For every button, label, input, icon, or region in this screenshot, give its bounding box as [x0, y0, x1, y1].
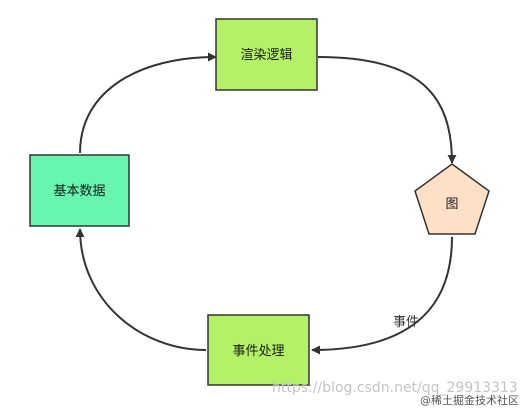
arrow-data-to-render — [79, 52, 217, 154]
node-event-handling-label: 事件处理 — [232, 344, 284, 359]
arrow-render-to-graph — [317, 56, 457, 164]
node-render-logic: 渲染逻辑 — [215, 18, 318, 91]
node-render-logic-label: 渲染逻辑 — [240, 48, 292, 63]
node-basic-data: 基本数据 — [29, 154, 130, 227]
node-event-handling-box — [207, 314, 310, 386]
watermark-site: @稀土掘金技术社区 — [420, 393, 519, 407]
arrow-graph-to-event — [311, 236, 453, 355]
node-graph: 图 — [414, 163, 490, 235]
edge-label-event: 事件 — [393, 315, 419, 330]
arrow-event-to-data — [75, 228, 207, 351]
node-basic-data-label: 基本数据 — [53, 184, 105, 199]
watermark-url: https://blog.csdn.net/qq_29913313 — [272, 380, 518, 396]
node-graph-pentagon — [414, 163, 490, 235]
node-graph-label: 图 — [445, 197, 458, 212]
node-basic-data-box — [29, 154, 130, 227]
node-render-logic-box — [215, 18, 318, 91]
node-event-handling: 事件处理 — [207, 314, 310, 386]
